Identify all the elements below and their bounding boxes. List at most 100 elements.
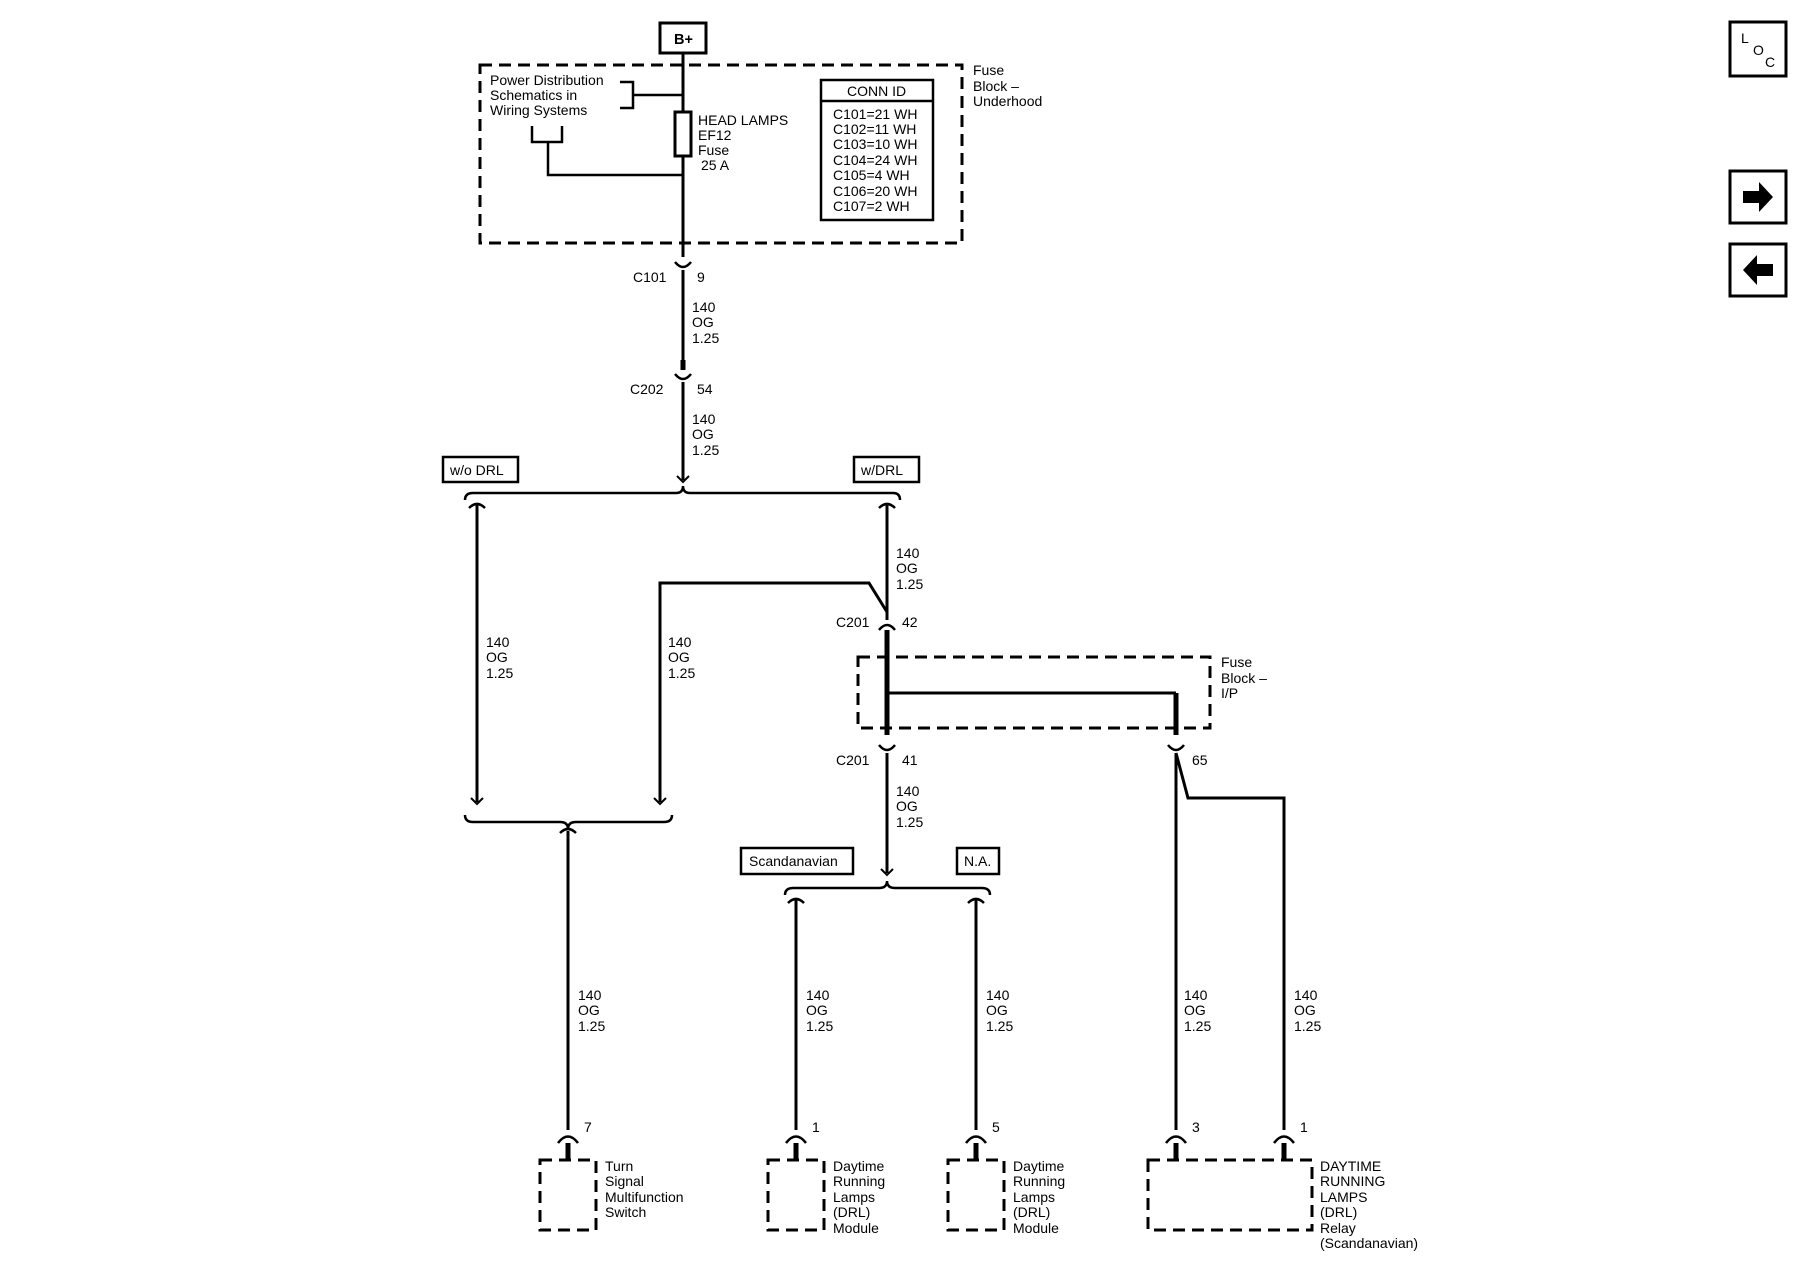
fuse-block-ip bbox=[856, 655, 1212, 730]
drl-relay-name: (Scandanavian) bbox=[1320, 1235, 1418, 1251]
option-without-drl-label: w/o DRL bbox=[449, 462, 504, 478]
wire-color: OG bbox=[668, 649, 690, 665]
option-box-na bbox=[955, 846, 1001, 876]
wire-gauge: 1.25 bbox=[692, 330, 719, 346]
wire-color: OG bbox=[486, 649, 508, 665]
wire-gauge: 1.25 bbox=[486, 665, 513, 681]
fuse-block-underhood-label-3: Underhood bbox=[973, 93, 1042, 109]
option-box-with-drl bbox=[852, 455, 921, 484]
wire-circuit: 140 bbox=[1294, 987, 1318, 1003]
fuse-label-3: Fuse bbox=[698, 142, 729, 158]
option-scandinavian-label: Scandanavian bbox=[749, 853, 838, 869]
relay-feed-pin: 65 bbox=[1192, 752, 1208, 768]
drl-module-scand-name: Module bbox=[833, 1220, 879, 1236]
wire-color: OG bbox=[896, 798, 918, 814]
c202-pin: 54 bbox=[697, 381, 713, 397]
power-ref-line-2: Schematics in bbox=[490, 87, 577, 103]
wire-gauge: 1.25 bbox=[986, 1018, 1013, 1034]
conn-id-row: C101=21 WH bbox=[833, 106, 917, 122]
turn-signal-switch-pin: 7 bbox=[584, 1119, 592, 1135]
c201-in-name: C201 bbox=[836, 614, 870, 630]
conn-id-row: C102=11 WH bbox=[833, 121, 916, 137]
wire-gauge: 1.25 bbox=[692, 442, 719, 458]
turn-signal-switch-name: Signal bbox=[605, 1173, 644, 1189]
wire-circuit: 140 bbox=[692, 411, 716, 427]
c101-connector bbox=[674, 261, 692, 269]
c202-connector bbox=[674, 373, 692, 381]
fuse-label-2: EF12 bbox=[698, 127, 732, 143]
loc-letter-l: L bbox=[1741, 30, 1749, 46]
drl-relay-box bbox=[1146, 1158, 1314, 1232]
c201-in-pin: 42 bbox=[902, 614, 918, 630]
option-box-without-drl bbox=[441, 455, 520, 484]
drl-relay-pin: 3 bbox=[1192, 1119, 1200, 1135]
loc-letter-c: C bbox=[1765, 54, 1775, 70]
fuse-label-4: 25 A bbox=[701, 157, 730, 173]
next-page-button[interactable] bbox=[1728, 169, 1788, 225]
power-ref-line-1: Power Distribution bbox=[490, 72, 604, 88]
fuse-block-underhood-label-2: Block – bbox=[973, 78, 1019, 94]
loc-letter-o: O bbox=[1753, 42, 1764, 58]
drl-module-na-name: Module bbox=[1013, 1220, 1059, 1236]
turn-signal-switch-name: Turn bbox=[605, 1158, 633, 1174]
drl-module-scand-name: (DRL) bbox=[833, 1204, 870, 1220]
wire-circuit: 140 bbox=[1184, 987, 1208, 1003]
wire-color: OG bbox=[1184, 1002, 1206, 1018]
option-with-drl-label: w/DRL bbox=[860, 462, 903, 478]
wire-gauge: 1.25 bbox=[578, 1018, 605, 1034]
drl-module-na-name: Lamps bbox=[1013, 1189, 1055, 1205]
drl-relay-pin: 1 bbox=[1300, 1119, 1308, 1135]
c101-name: C101 bbox=[633, 269, 667, 285]
previous-page-button[interactable] bbox=[1728, 242, 1788, 298]
conn-id-row: C104=24 WH bbox=[833, 152, 917, 168]
arrow-right-icon bbox=[1743, 182, 1773, 212]
turn-signal-switch-name: Switch bbox=[605, 1204, 646, 1220]
option-box-scandinavian bbox=[739, 846, 855, 876]
wire-circuit: 140 bbox=[896, 783, 920, 799]
fuse-block-ip-label-1: Fuse bbox=[1221, 654, 1252, 670]
drl-module-scand-name: Lamps bbox=[833, 1189, 875, 1205]
fuse-block-ip-label-3: I/P bbox=[1221, 685, 1238, 701]
wire-color: OG bbox=[986, 1002, 1008, 1018]
wire-circuit: 140 bbox=[578, 987, 602, 1003]
drl-module-na-name: Daytime bbox=[1013, 1158, 1065, 1174]
drl-relay-name: DAYTIME bbox=[1320, 1158, 1381, 1174]
wire-circuit: 140 bbox=[668, 634, 692, 650]
drl-module-scand-box bbox=[766, 1158, 826, 1232]
wire-color: OG bbox=[692, 314, 714, 330]
arrow-left-icon bbox=[1743, 255, 1773, 285]
c201-out-pin: 41 bbox=[902, 752, 918, 768]
turn-signal-switch-box bbox=[538, 1158, 598, 1232]
c201-out-connector bbox=[878, 744, 896, 752]
wire-color: OG bbox=[578, 1002, 600, 1018]
wire-gauge: 1.25 bbox=[806, 1018, 833, 1034]
drl-module-na-name: (DRL) bbox=[1013, 1204, 1050, 1220]
drl-module-scand-name: Running bbox=[833, 1173, 885, 1189]
wire-circuit: 140 bbox=[896, 545, 920, 561]
power-ref-line-3: Wiring Systems bbox=[490, 102, 587, 118]
conn-id-title: CONN ID bbox=[847, 83, 906, 99]
wire-circuit: 140 bbox=[986, 987, 1010, 1003]
wire-color: OG bbox=[692, 426, 714, 442]
wire-circuit: 140 bbox=[806, 987, 830, 1003]
c201-in-connector bbox=[878, 623, 896, 631]
drl-relay-name: Relay bbox=[1320, 1220, 1356, 1236]
wire-circuit: 140 bbox=[692, 299, 716, 315]
drl-module-na-pin: 5 bbox=[992, 1119, 1000, 1135]
c201-out-name: C201 bbox=[836, 752, 870, 768]
power-ref-bracket bbox=[620, 80, 635, 110]
headlamp-fuse-symbol bbox=[673, 110, 693, 158]
drl-relay-name: RUNNING bbox=[1320, 1173, 1385, 1189]
fuse-label-1: HEAD LAMPS bbox=[698, 112, 788, 128]
wire-circuit: 140 bbox=[486, 634, 510, 650]
wire-color: OG bbox=[1294, 1002, 1316, 1018]
source-label: B+ bbox=[674, 32, 693, 48]
turn-signal-switch-name: Multifunction bbox=[605, 1189, 684, 1205]
conn-id-row: C103=10 WH bbox=[833, 136, 917, 152]
drl-relay-name: LAMPS bbox=[1320, 1189, 1367, 1205]
c202-name: C202 bbox=[630, 381, 664, 397]
loc-button[interactable]: L O C bbox=[1728, 20, 1788, 78]
drl-module-scand-pin: 1 bbox=[812, 1119, 820, 1135]
pin-65-connector bbox=[1167, 744, 1185, 752]
